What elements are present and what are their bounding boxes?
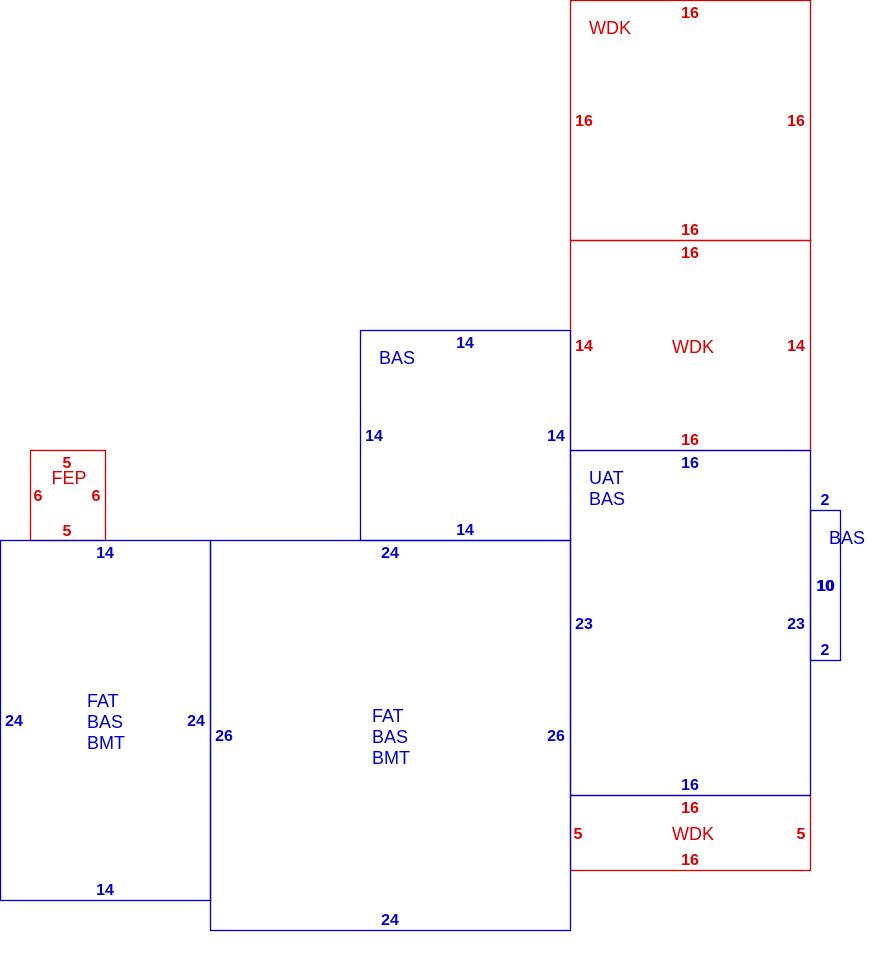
upper-bas-outline [359, 329, 572, 542]
left-block-dim-right: 24 [187, 713, 205, 730]
bottom-wdk-label: WDK [672, 824, 714, 844]
middle-wdk-dim-top: 16 [681, 245, 699, 262]
left-block-dim-top: 14 [96, 545, 114, 562]
small-bas-dim-top: 2 [821, 492, 830, 509]
small-bas-outline [809, 509, 842, 662]
center-block-dim-top: 24 [381, 545, 399, 562]
upper-bas-dim-bottom: 14 [456, 522, 474, 539]
uat-bas-dim-top: 16 [681, 455, 699, 472]
bottom-wdk-dim-left: 5 [574, 826, 583, 843]
center-block-dim-right: 26 [547, 728, 565, 745]
left-block-label-2: BAS [87, 712, 123, 732]
center-block-label-2: BAS [372, 727, 408, 747]
small-bas-dim-bottom: 2 [821, 642, 830, 659]
fep-label: FEP [51, 468, 86, 488]
bottom-wdk-dim-bottom: 16 [681, 852, 699, 869]
upper-bas-dim-top: 14 [456, 335, 474, 352]
fep-dim-left: 6 [34, 488, 43, 505]
center-block-dim-bottom: 24 [381, 912, 399, 929]
fep-dim-top: 5 [63, 455, 72, 472]
uat-bas-dim-bottom: 16 [681, 777, 699, 794]
upper-bas-dim-right: 14 [547, 428, 565, 445]
fep-dim-bottom: 5 [63, 523, 72, 540]
uat-bas-dim-right: 23 [787, 616, 805, 633]
small-bas-dim-side: 10 [816, 578, 834, 595]
top-wdk-dim-bottom: 16 [681, 222, 699, 239]
small-bas-label: BAS [829, 528, 865, 548]
uat-bas-dim-left: 23 [575, 616, 593, 633]
fep-dim-right: 6 [92, 488, 101, 505]
center-block-label-3: BMT [372, 748, 410, 768]
upper-bas-dim-left: 14 [365, 428, 383, 445]
middle-wdk-dim-left: 14 [575, 338, 593, 355]
left-block-label-1: FAT [87, 691, 119, 711]
top-wdk-dim-top: 16 [681, 5, 699, 22]
middle-wdk-dim-right: 14 [787, 338, 805, 355]
upper-bas-label: BAS [379, 348, 415, 368]
left-block-dim-bottom: 14 [96, 882, 114, 899]
top-wdk-dim-right: 16 [787, 113, 805, 130]
bottom-wdk-dim-right: 5 [797, 826, 806, 843]
middle-wdk-label: WDK [672, 337, 714, 357]
center-block-label-1: FAT [372, 706, 404, 726]
top-wdk-dim-left: 16 [575, 113, 593, 130]
left-block-dim-left: 24 [5, 713, 23, 730]
center-block-dim-left: 26 [215, 728, 233, 745]
top-wdk-label: WDK [589, 18, 631, 38]
middle-wdk-dim-bottom: 16 [681, 432, 699, 449]
uat-bas-label-2: BAS [589, 489, 625, 509]
left-block-label-3: BMT [87, 733, 125, 753]
small-bas-dim-side-overlap: 10 [817, 578, 835, 595]
uat-bas-label-1: UAT [589, 468, 624, 488]
bottom-wdk-dim-top: 16 [681, 800, 699, 817]
